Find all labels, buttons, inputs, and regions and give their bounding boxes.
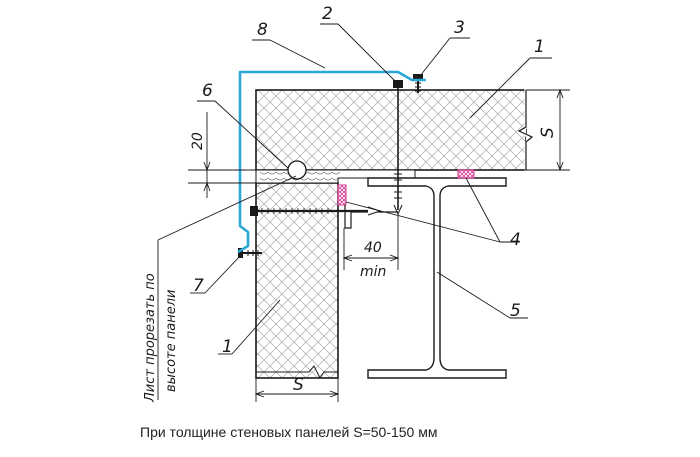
screw-side [238, 248, 262, 258]
seal-tape-side [337, 184, 347, 206]
label-8: 8 [257, 20, 268, 40]
caption: При толщине стеновых панелей S=50-150 мм [140, 424, 438, 440]
note-line-1: Лист прорезать по [143, 273, 158, 403]
label-4: 4 [510, 230, 521, 250]
label-3: 3 [454, 18, 465, 38]
dimension-s-right [506, 88, 570, 172]
label-2: 2 [322, 4, 333, 24]
wall-panel [255, 182, 339, 379]
dim-20-text: 20 [190, 132, 206, 150]
seal-cord [287, 160, 307, 180]
dimension-40 [342, 214, 400, 270]
dim-s-right-text: S [538, 127, 558, 138]
wall-fastener [250, 206, 382, 216]
dim-s-bottom-text: S [293, 375, 304, 395]
label-1-top: 1 [534, 37, 545, 57]
i-beam [367, 177, 507, 379]
top-panel [255, 88, 535, 172]
flashing-sheet [237, 70, 426, 254]
note-line-2: высоте панели [164, 290, 179, 392]
label-7: 7 [193, 276, 204, 296]
label-6: 6 [202, 81, 213, 101]
screw-top [413, 74, 423, 93]
label-1-bottom: 1 [222, 337, 233, 357]
seal-tape-top [457, 169, 475, 179]
dimension-20 [188, 112, 256, 198]
dimension-s-bottom [254, 378, 340, 402]
dim-min-text: min [360, 264, 386, 280]
dim-40-text: 40 [364, 240, 382, 256]
leader-lines [157, 23, 552, 355]
label-5: 5 [510, 301, 521, 321]
